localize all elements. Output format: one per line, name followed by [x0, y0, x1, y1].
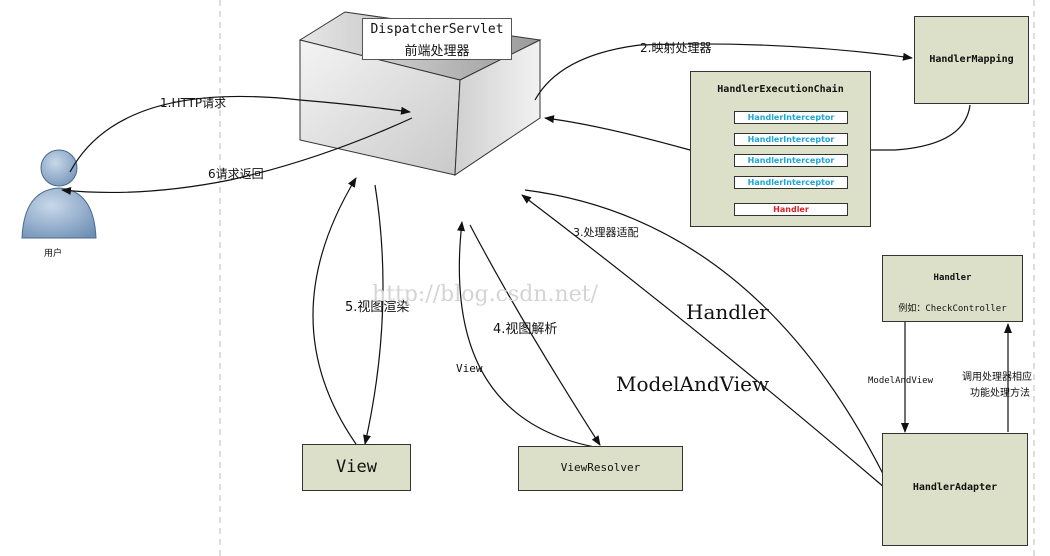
dispatcher-line2: 前端处理器: [404, 44, 470, 59]
view-box-label: View: [336, 457, 377, 477]
label-handler-big: Handler: [686, 300, 769, 324]
label-step6: 6请求返回: [208, 167, 264, 181]
handler-execution-chain-box: HandlerExecutionChain: [690, 71, 871, 227]
label-call-handler-line1: 调用处理器相应: [962, 372, 1032, 383]
label-step5: 5.视图渲染: [345, 300, 410, 315]
chain-handler-item: Handler: [734, 203, 848, 216]
dispatcher-label: DispatcherServlet 前端处理器: [362, 18, 512, 60]
edge-modelandview-return: [521, 194, 886, 489]
user-label: 用户: [44, 249, 63, 259]
handler-adapter-label: HandlerAdapter: [912, 482, 998, 493]
handler-box-example: 例如：CheckController: [898, 304, 1007, 314]
view-resolver-label: ViewResolver: [560, 461, 641, 474]
watermark: http://blog.csdn.net/: [372, 282, 598, 307]
interceptor-item: HandlerInterceptor: [734, 133, 848, 146]
label-step2: 2.映射处理器: [640, 41, 712, 55]
view-resolver-box: ViewResolver: [518, 446, 683, 491]
label-modelandview-small: ModelAndView: [868, 376, 934, 386]
handler-mapping-box: HandlerMapping: [914, 16, 1029, 104]
label-step4: 4.视图解析: [493, 322, 558, 337]
interceptor-item: HandlerInterceptor: [734, 154, 848, 167]
user-person-icon: [21, 149, 97, 239]
label-step1: 1.HTTP请求: [160, 96, 227, 110]
handler-box-title: Handler: [933, 273, 972, 283]
execution-chain-title: HandlerExecutionChain: [717, 84, 844, 95]
label-view-small: View: [456, 362, 483, 375]
handler-adapter-box: HandlerAdapter: [882, 433, 1028, 546]
label-call-handler-line2: 功能处理方法: [970, 388, 1030, 399]
edge-step4-view-resolve: [469, 224, 601, 446]
handler-mapping-label: HandlerMapping: [929, 54, 1014, 65]
interceptor-item: HandlerInterceptor: [734, 111, 848, 124]
edge-mapping-return: [544, 104, 971, 151]
label-modelandview-big: ModelAndView: [616, 372, 770, 396]
edge-step3-adapter: [524, 189, 891, 489]
interceptor-item: HandlerInterceptor: [734, 176, 848, 189]
edge-step1-http-request: [69, 95, 411, 173]
handler-box: Handler 例如：CheckController: [882, 255, 1023, 322]
edge-view-render-return: [312, 177, 357, 445]
dispatcher-line1: DispatcherServlet: [370, 22, 504, 37]
label-step3: 3.处理器适配: [573, 226, 639, 239]
edge-step5-render: [363, 184, 384, 445]
view-box: View: [302, 444, 411, 491]
edge-step6-request-return: [61, 117, 413, 195]
edge-step2-mapping: [534, 43, 913, 101]
edge-view-return: [457, 221, 601, 449]
